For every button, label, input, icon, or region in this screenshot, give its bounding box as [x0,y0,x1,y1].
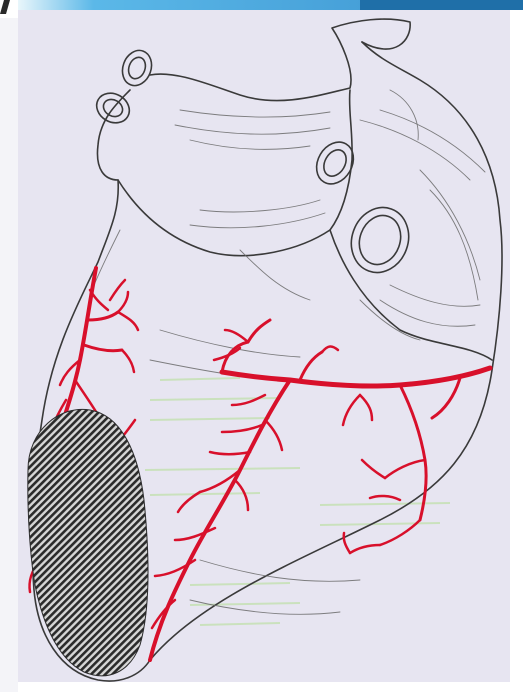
bottom-white-margin [0,682,523,692]
right-white-margin [510,0,523,692]
left-white-margin [0,0,18,692]
